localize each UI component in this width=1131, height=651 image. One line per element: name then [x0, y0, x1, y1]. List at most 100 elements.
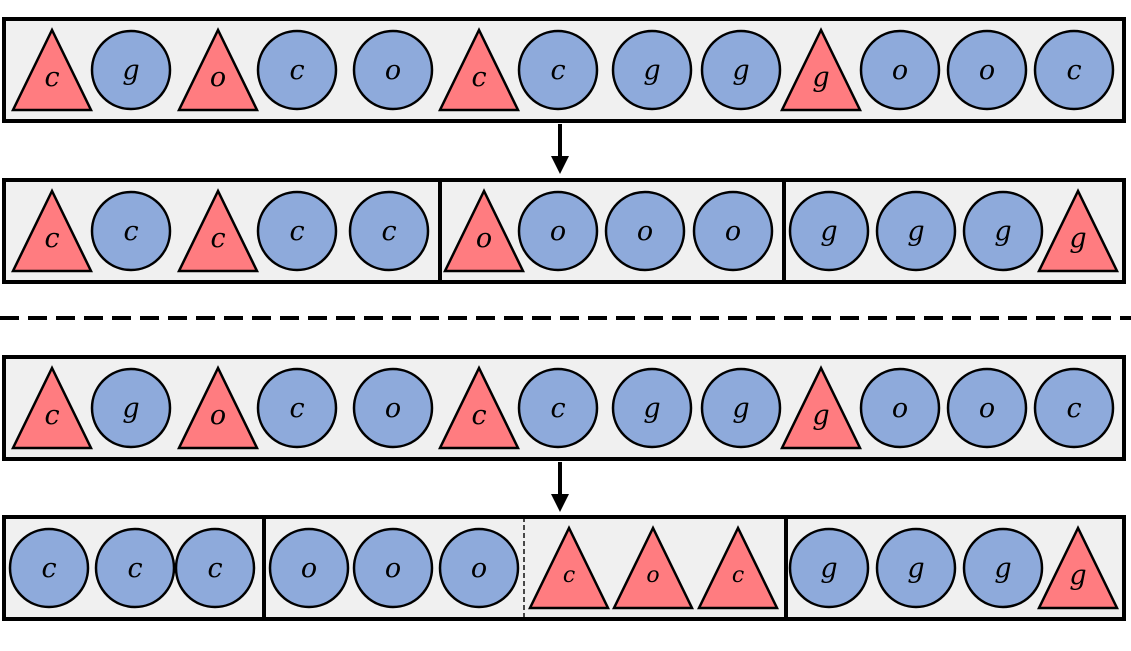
triangle-shape: [1037, 188, 1119, 273]
triangle-shape: [11, 27, 93, 112]
circle-shape: [611, 29, 693, 111]
token-label: g: [907, 553, 924, 584]
token-label: c: [127, 553, 142, 584]
triangle-shape: [612, 525, 694, 610]
circle-shape: [352, 367, 434, 449]
token-label: c: [732, 563, 744, 588]
circle-shape: [788, 527, 870, 609]
token-label: c: [289, 55, 304, 86]
token-label: c: [289, 216, 304, 247]
circle-token: c: [517, 367, 599, 449]
circle-token: o: [604, 190, 686, 272]
token-label: c: [41, 553, 56, 584]
circle-shape: [875, 527, 957, 609]
circle-shape: [692, 190, 774, 272]
triangle-token: o: [612, 525, 694, 610]
triangle-token: g: [780, 27, 862, 112]
circle-shape: [700, 367, 782, 449]
triangle-shape: [528, 525, 610, 610]
token-label: g: [820, 216, 837, 247]
token-label: o: [385, 55, 401, 86]
triangle-token: c: [438, 27, 520, 112]
top-arrow: [551, 124, 569, 174]
triangle-token: g: [1037, 525, 1119, 610]
circle-token: o: [692, 190, 774, 272]
token-label: c: [550, 55, 565, 86]
triangle-shape: [177, 188, 259, 273]
circle-token: o: [352, 29, 434, 111]
circle-shape: [517, 29, 599, 111]
triangle-token: o: [177, 365, 259, 450]
triangle-shape: [780, 27, 862, 112]
token-label: o: [979, 55, 995, 86]
token-label: c: [1066, 393, 1081, 424]
token-label: g: [907, 216, 924, 247]
token-label: o: [637, 216, 653, 247]
circle-token: o: [352, 527, 434, 609]
triangle-token: c: [11, 27, 93, 112]
circle-token: c: [256, 367, 338, 449]
token-label: o: [979, 393, 995, 424]
circle-token: g: [875, 190, 957, 272]
circle-shape: [256, 29, 338, 111]
token-label: c: [44, 400, 59, 431]
circle-shape: [788, 190, 870, 272]
token-label: c: [210, 223, 225, 254]
triangle-token: c: [438, 365, 520, 450]
triangle-shape: [11, 188, 93, 273]
token-label: g: [1069, 560, 1086, 591]
circle-token: o: [859, 367, 941, 449]
triangle-token: o: [177, 27, 259, 112]
token-label: g: [820, 553, 837, 584]
circle-token: o: [946, 367, 1028, 449]
triangle-shape: [177, 365, 259, 450]
token-label: c: [471, 400, 486, 431]
triangle-shape: [1037, 525, 1119, 610]
circle-token: c: [174, 527, 256, 609]
token-label: o: [892, 393, 908, 424]
circle-shape: [348, 190, 430, 272]
token-label: c: [1066, 55, 1081, 86]
bottom-arrow: [551, 462, 569, 512]
triangle-token: c: [11, 365, 93, 450]
triangle-token: c: [528, 525, 610, 610]
circle-shape: [90, 367, 172, 449]
token-label: c: [44, 223, 59, 254]
token-label: g: [812, 62, 829, 93]
token-label: c: [550, 393, 565, 424]
circle-shape: [90, 190, 172, 272]
token-label: o: [210, 62, 226, 93]
circle-token: g: [962, 190, 1044, 272]
token-label: g: [643, 55, 660, 86]
token-label: g: [994, 553, 1011, 584]
circle-shape: [859, 367, 941, 449]
circle-shape: [962, 190, 1044, 272]
circle-token: g: [700, 367, 782, 449]
token-label: o: [646, 563, 659, 588]
token-label: o: [471, 553, 487, 584]
token-label: c: [123, 216, 138, 247]
circle-token: o: [946, 29, 1028, 111]
circle-token: c: [8, 527, 90, 609]
circle-shape: [256, 367, 338, 449]
circle-token: o: [268, 527, 350, 609]
token-label: o: [301, 553, 317, 584]
circle-shape: [174, 527, 256, 609]
token-label: g: [122, 55, 139, 86]
triangle-token: o: [443, 188, 525, 273]
triangle-token: g: [1037, 188, 1119, 273]
circle-token: c: [348, 190, 430, 272]
circle-token: c: [1033, 367, 1115, 449]
circle-token: o: [517, 190, 599, 272]
triangle-token: c: [11, 188, 93, 273]
triangle-token: g: [780, 365, 862, 450]
token-label: o: [892, 55, 908, 86]
circle-shape: [946, 367, 1028, 449]
triangle-shape: [11, 365, 93, 450]
